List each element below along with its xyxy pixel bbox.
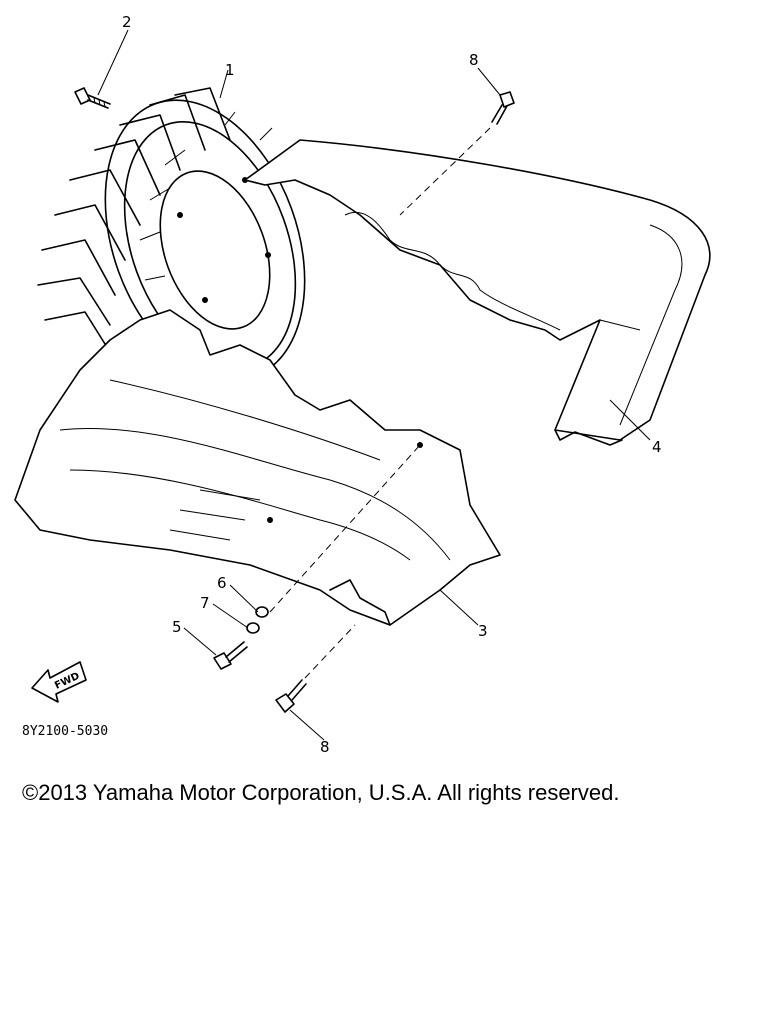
label-part-8-top: 8 xyxy=(469,51,479,69)
forward-arrow-icon: FWD xyxy=(31,661,87,703)
part-7-washer xyxy=(246,622,260,634)
part-5-screw xyxy=(213,641,248,670)
figure-code: 8Y2100-5030 xyxy=(22,724,108,739)
label-part-5: 5 xyxy=(172,618,182,636)
exploded-parts-diagram: 2 1 8 4 3 6 7 5 8 FWD 8Y2100-5030 xyxy=(14,13,711,756)
label-part-8-bottom: 8 xyxy=(320,738,330,756)
part-number-labels: 2 1 8 4 3 6 7 5 8 xyxy=(122,13,662,756)
label-part-7: 7 xyxy=(200,594,210,612)
part-3-lower-shroud xyxy=(14,309,501,626)
part-4-upper-shroud xyxy=(244,139,711,446)
label-part-6: 6 xyxy=(217,574,227,592)
part-8-top-bolt xyxy=(491,91,515,125)
assembly-guide-lines xyxy=(269,127,491,679)
part-8-bottom-bolt xyxy=(275,679,307,713)
label-part-4: 4 xyxy=(652,438,662,456)
leader-lines xyxy=(97,29,651,741)
part-2-bolt xyxy=(74,87,111,109)
label-part-2: 2 xyxy=(122,13,132,31)
part-6-washer xyxy=(255,606,269,618)
copyright-notice: ©2013 Yamaha Motor Corporation, U.S.A. A… xyxy=(22,780,620,805)
label-part-1: 1 xyxy=(225,61,235,79)
label-part-3: 3 xyxy=(478,622,488,640)
